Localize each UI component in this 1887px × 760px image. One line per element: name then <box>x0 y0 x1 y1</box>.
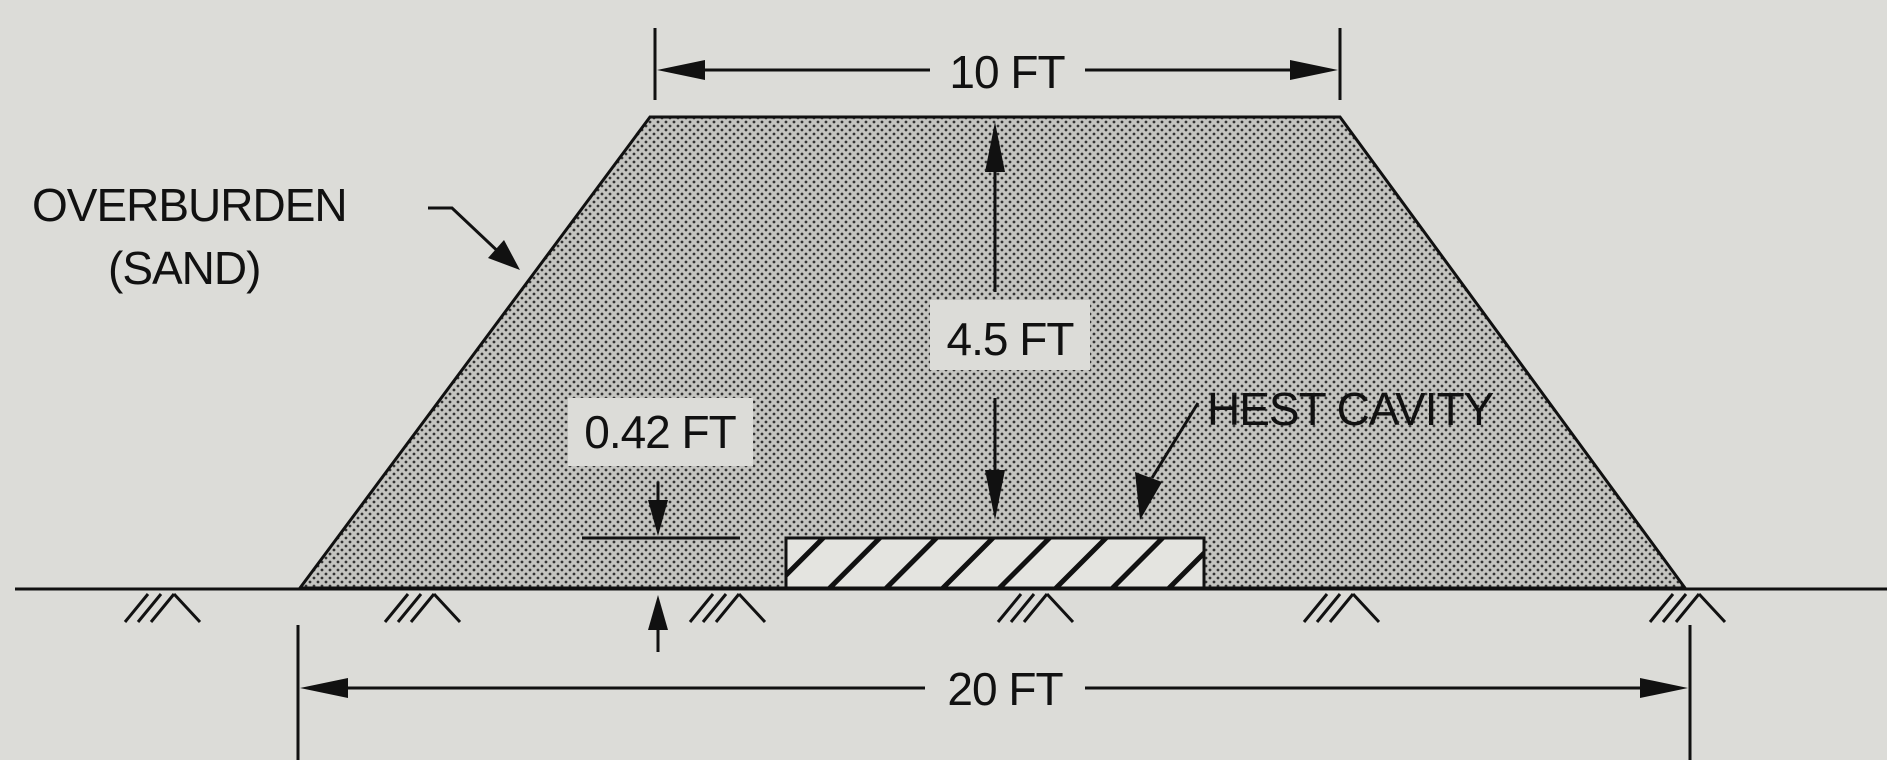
bottom-width-label: 20 FT <box>947 663 1063 715</box>
bottom-width-label-bg <box>925 655 1085 721</box>
top-width-label-bg <box>930 38 1085 102</box>
ground-symbols <box>123 592 1727 624</box>
cavity-height-label-bg <box>568 398 753 466</box>
material-label-line1: OVERBURDEN <box>32 179 347 231</box>
cavity-leader <box>1135 402 1200 520</box>
overburden-height-dimension <box>985 122 1005 520</box>
top-width-label: 10 FT <box>949 46 1065 98</box>
hest-cavity-shape <box>784 536 1206 590</box>
overburden-height-label-bg <box>930 300 1090 370</box>
cavity-height-label: 0.42 FT <box>584 406 736 458</box>
cavity-label: HEST CAVITY <box>1207 383 1494 435</box>
material-label-line2: (SAND) <box>108 242 260 294</box>
top-width-dimension <box>653 28 1342 100</box>
overburden-height-label: 4.5 FT <box>947 313 1075 365</box>
bottom-width-dimension <box>296 625 1692 760</box>
cavity-height-dimension <box>582 482 740 652</box>
material-leader <box>428 206 520 270</box>
